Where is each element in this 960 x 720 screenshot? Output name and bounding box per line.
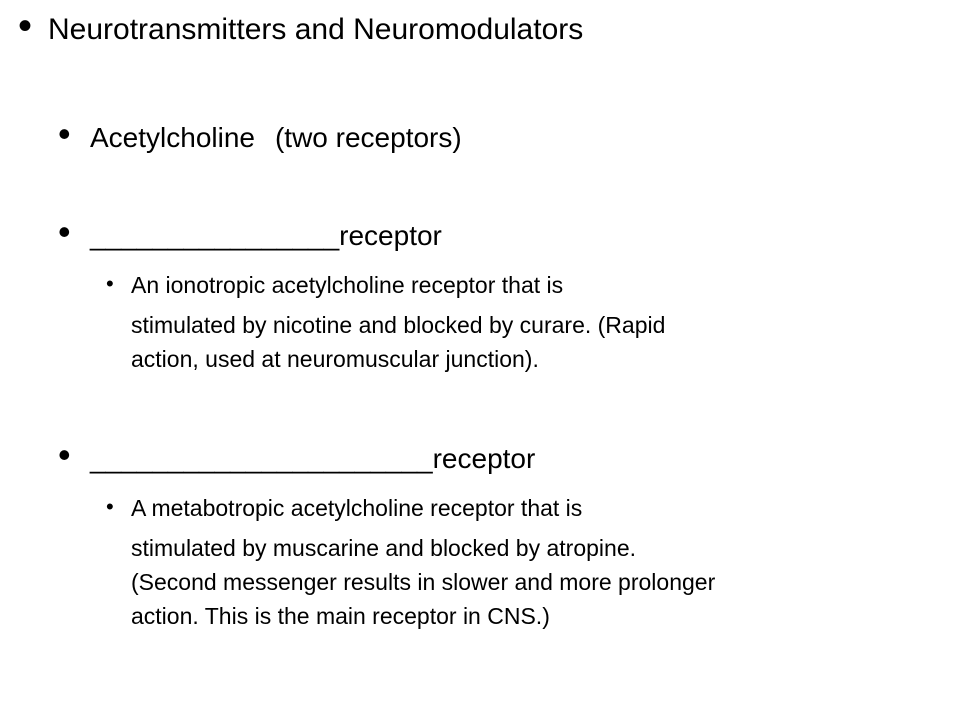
bullet-icon: • (18, 4, 33, 48)
description-line: action, used at neuromuscular junction). (131, 346, 539, 372)
acetylcholine-label: Acetylcholine (90, 122, 255, 153)
description-line: An ionotropic acetylcholine receptor tha… (131, 272, 564, 298)
receptor-description-1: An ionotropic acetylcholine receptor tha… (131, 268, 665, 376)
receptor-label: receptor (432, 443, 536, 474)
fill-in-blank: ______________________ (90, 443, 433, 474)
receptor-blank-item-1: ________________receptor (90, 219, 442, 253)
bullet-icon: • (58, 113, 71, 154)
receptor-label: receptor (339, 220, 442, 251)
description-line: (Second messenger results in slower and … (131, 569, 716, 595)
receptor-blank-item-2: ______________________receptor (90, 442, 535, 476)
slide-title: Neurotransmitters and Neuromodulators (48, 13, 584, 46)
bullet-icon: • (58, 211, 71, 252)
bullet-icon: • (106, 494, 114, 519)
acetylcholine-note: (two receptors) (274, 122, 462, 153)
receptor-description-2: A metabotropic acetylcholine receptor th… (131, 491, 715, 633)
description-line: stimulated by muscarine and blocked by a… (131, 535, 637, 561)
description-line: action. This is the main receptor in CNS… (131, 603, 550, 629)
description-line: A metabotropic acetylcholine receptor th… (131, 495, 583, 521)
bullet-icon: • (106, 271, 114, 296)
fill-in-blank: ________________ (90, 220, 340, 251)
bullet-icon: • (58, 434, 71, 475)
acetylcholine-item: Acetylcholine (two receptors) (90, 121, 462, 155)
description-line: stimulated by nicotine and blocked by cu… (131, 312, 666, 338)
